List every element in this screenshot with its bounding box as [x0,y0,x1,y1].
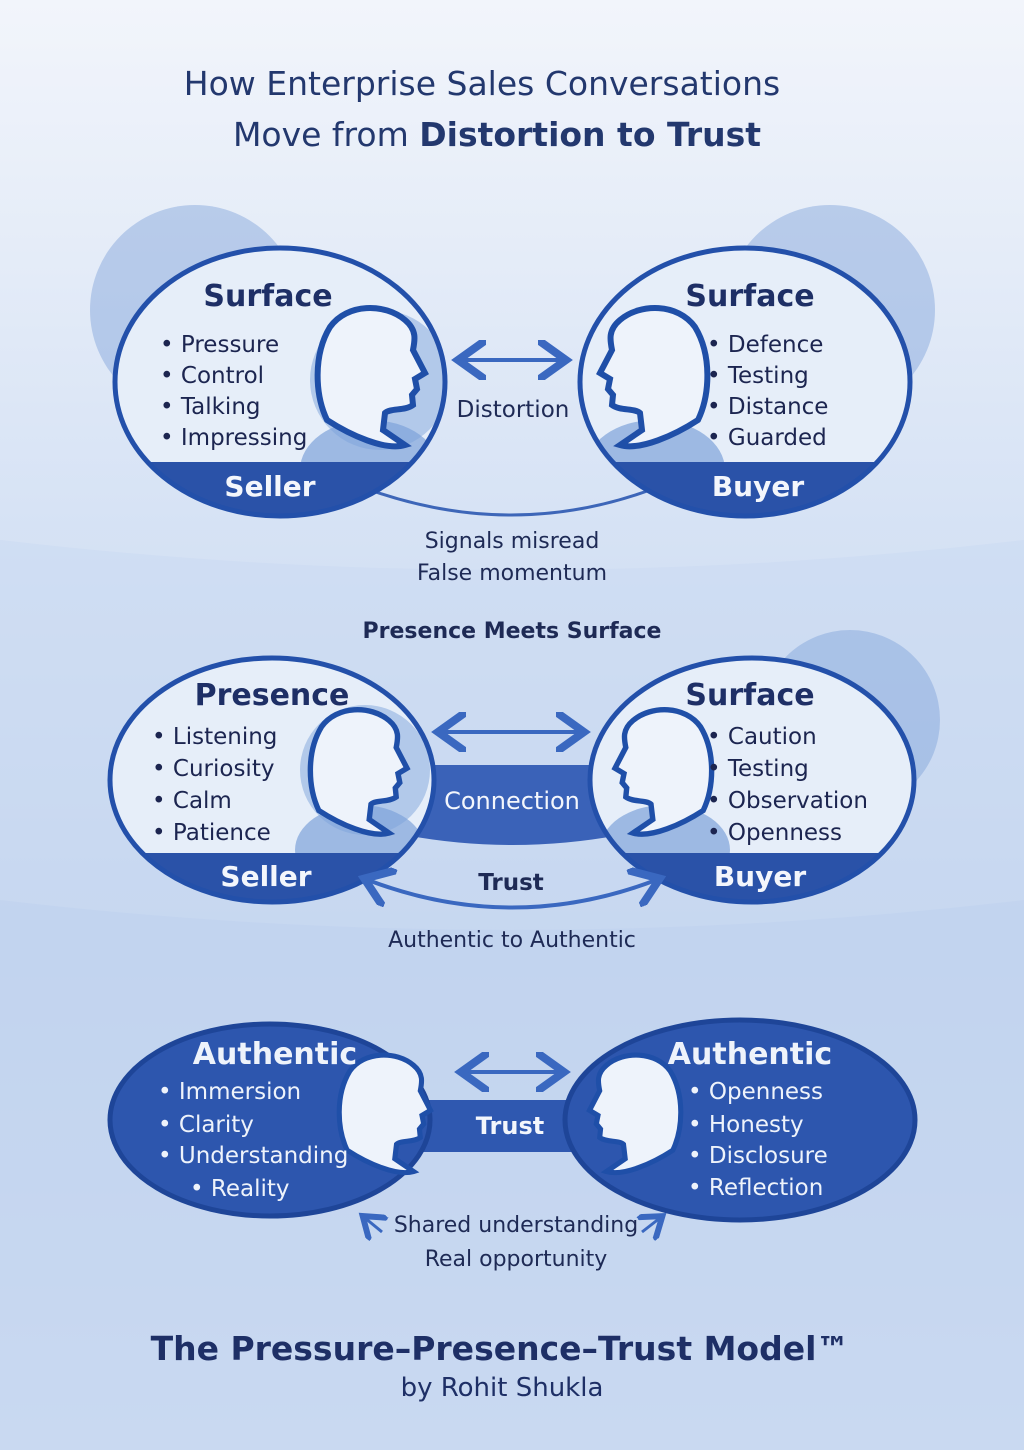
item: • Reality [190,1176,290,1202]
arrow-icon [642,1218,660,1232]
item: • Listening [152,724,277,750]
item: • Testing [707,363,809,389]
distortion-label: Distortion [457,397,570,423]
item: • Observation [707,788,868,814]
item: • Caution [707,724,817,750]
item: • Distance [707,394,828,420]
author: by Rohit Shukla [401,1373,604,1403]
stage1: Surface • Pressure • Control • Talking •… [90,205,935,586]
note: Signals misread [425,529,600,554]
item: • Honesty [688,1112,804,1138]
model-title: The Pressure–Presence–Trust Model™ [151,1329,850,1368]
seller-label: Seller [220,860,311,893]
stage3-buyer: Authentic • Openness • Honesty • Disclos… [562,1017,918,1223]
item: • Control [160,363,264,389]
seller-label: Seller [224,470,315,503]
item: • Defence [707,332,823,358]
item: • Talking [160,394,261,420]
item: • Testing [707,756,809,782]
title-line2: Move from Distortion to Trust [233,115,761,154]
arrow-icon [365,1218,382,1232]
item: • Immersion [158,1079,301,1105]
item: • Understanding [158,1143,348,1169]
item: • Guarded [707,425,827,451]
heading: Surface [685,678,814,713]
item: • Clarity [158,1112,254,1138]
note: Real opportunity [425,1247,608,1272]
heading: Presence [195,678,350,713]
heading: Surface [203,279,332,314]
stage2-seller: Presence • Listening • Curiosity • Calm … [107,655,437,905]
item: • Reflection [688,1175,823,1201]
item: • Curiosity [152,756,274,782]
note: False momentum [417,561,607,586]
item: • Impressing [160,425,307,451]
title-line1: How Enterprise Sales Conversations [184,64,780,103]
stage2-buyer: Surface • Caution • Testing • Observatio… [587,655,917,905]
note: Authentic to Authentic [388,928,636,953]
stage1-seller: Surface • Pressure • Control • Talking •… [112,245,448,519]
note: Shared understanding [394,1213,638,1238]
connection-label: Connection [444,787,580,815]
trust-label: Trust [476,1112,544,1140]
trust-label: Trust [478,870,544,896]
item: • Patience [152,820,271,846]
item: • Calm [152,788,232,814]
stage2-caption: Presence Meets Surface [363,619,662,644]
item: • Pressure [160,332,279,358]
buyer-label: Buyer [714,860,807,893]
buyer-label: Buyer [712,470,805,503]
stage3: Authentic • Immersion • Clarity • Unders… [107,1017,918,1272]
item: • Disclosure [688,1143,828,1169]
heading: Surface [685,279,814,314]
item: • Openness [688,1079,823,1105]
heading: Authentic [668,1037,832,1072]
heading: Authentic [193,1037,357,1072]
trust-arc-icon [368,880,656,910]
stage3-seller: Authentic • Immersion • Clarity • Unders… [107,1021,431,1219]
stage2: Presence Meets Surface Presence • Listen… [107,619,940,953]
item: • Openness [707,820,842,846]
